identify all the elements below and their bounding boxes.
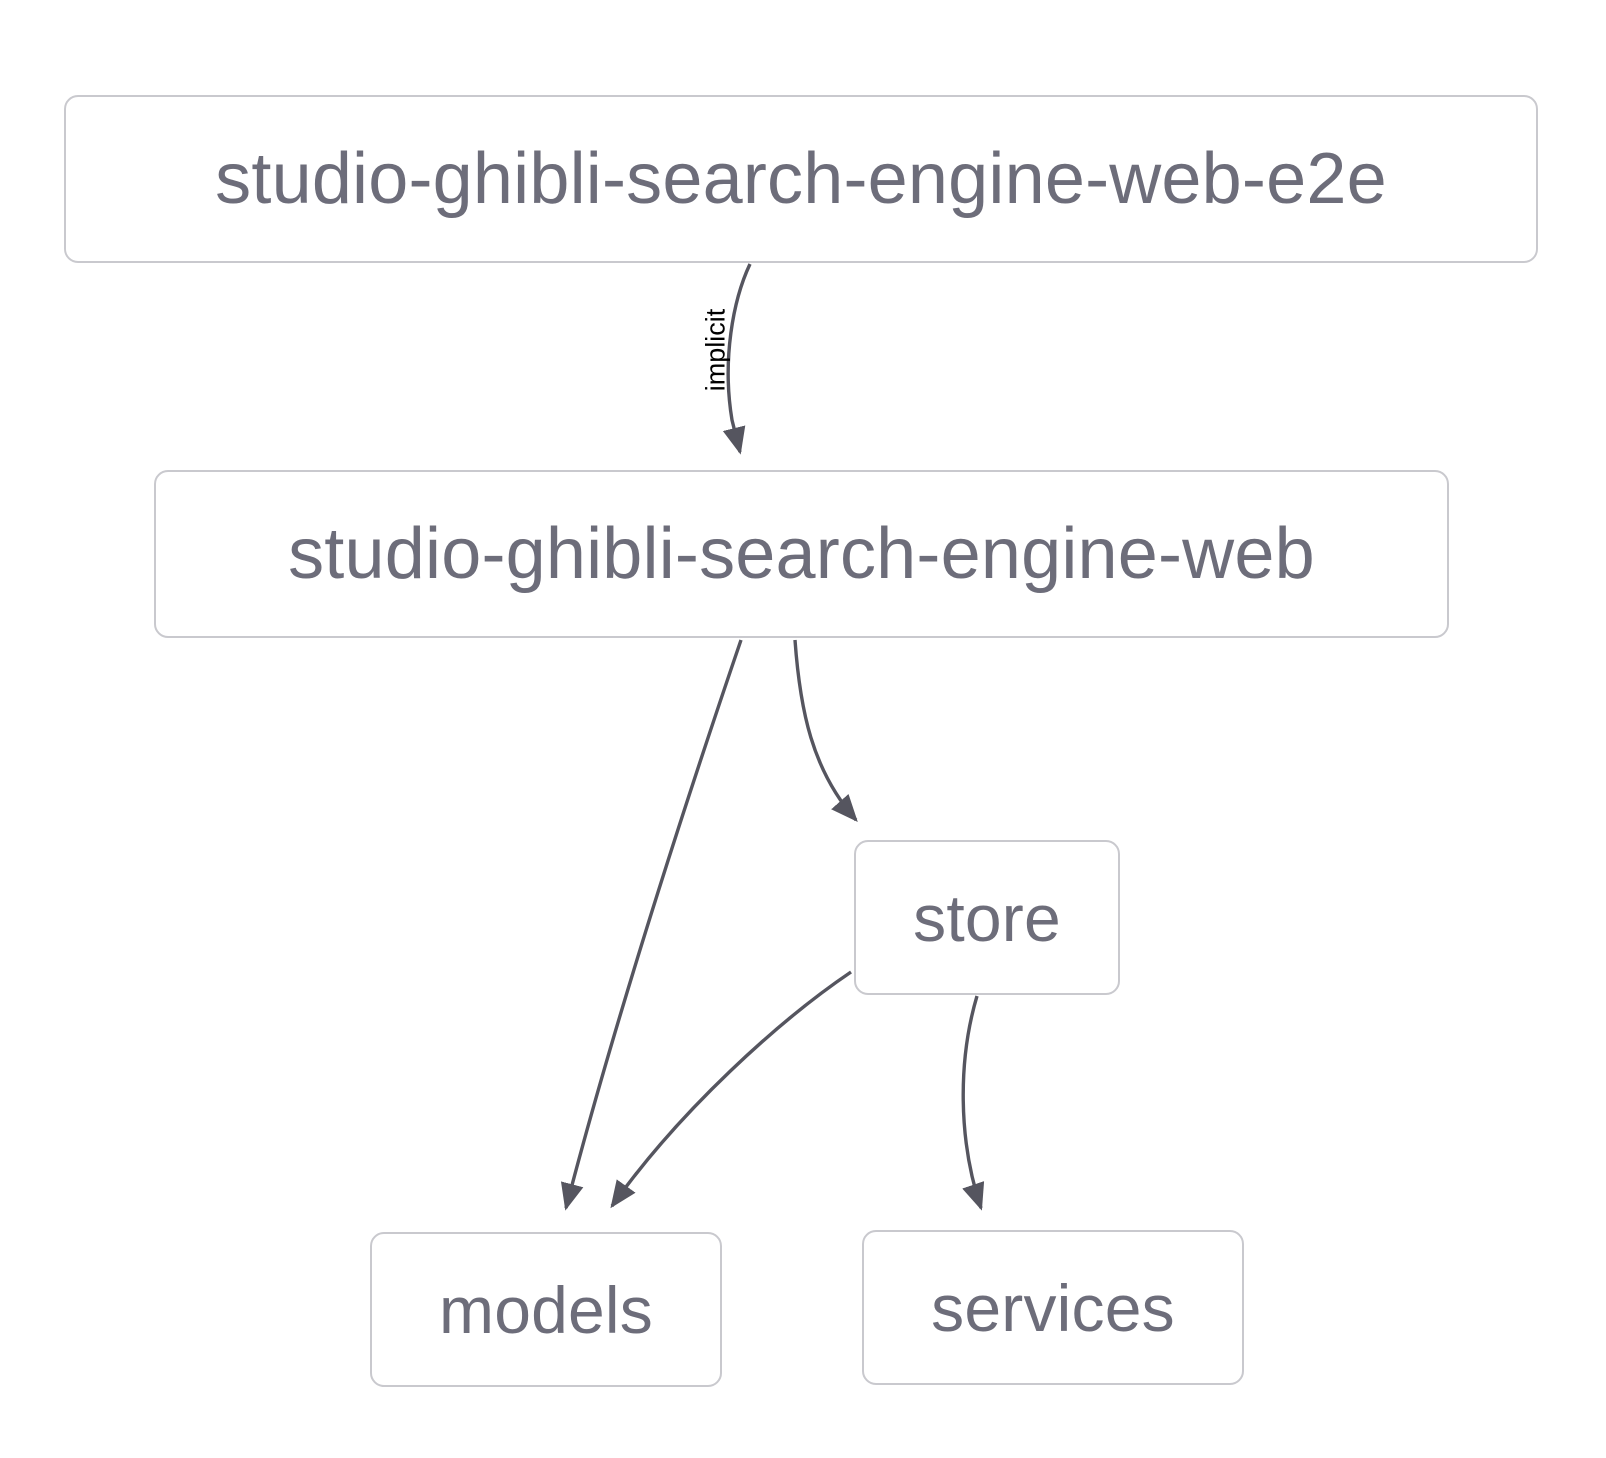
node-label: services [931, 1270, 1175, 1345]
edge-web-to-store [793, 639, 858, 823]
node-label: store [913, 880, 1061, 955]
edge-e2e-to-web [722, 263, 752, 455]
node-studio-ghibli-search-engine-web[interactable]: studio-ghibli-search-engine-web [154, 470, 1449, 638]
node-label: models [439, 1272, 653, 1347]
node-studio-ghibli-search-engine-web-e2e[interactable]: studio-ghibli-search-engine-web-e2e [64, 95, 1538, 263]
node-services[interactable]: services [862, 1230, 1244, 1385]
node-models[interactable]: models [370, 1232, 722, 1387]
edge-web-to-models [560, 639, 743, 1211]
edge-label-implicit: implicit [700, 308, 731, 392]
node-store[interactable]: store [854, 840, 1120, 995]
edge-store-to-services [961, 995, 985, 1211]
edge-store-to-models [610, 970, 852, 1209]
node-label: studio-ghibli-search-engine-web-e2e [215, 139, 1387, 219]
node-label: studio-ghibli-search-engine-web [288, 514, 1315, 594]
